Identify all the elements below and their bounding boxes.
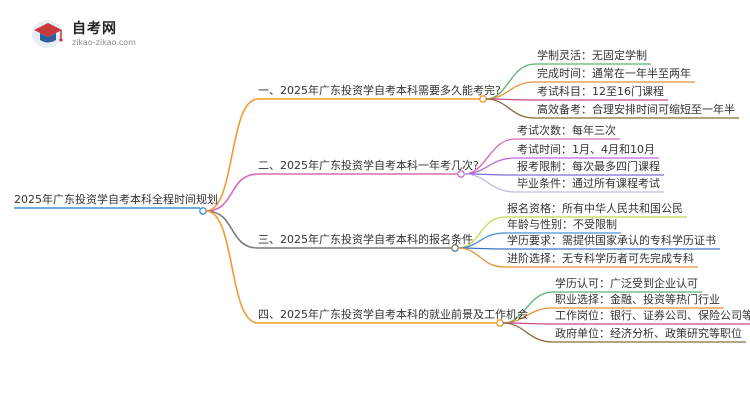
branch-3-label[interactable]: 三、2025年广东投资学自考本科的报名条件 bbox=[258, 233, 473, 246]
branch-1-leaf-3[interactable]: 考试科目：12至16门课程 bbox=[537, 85, 664, 98]
root-node[interactable]: 2025年广东投资学自考本科全程时间规划 bbox=[14, 193, 218, 206]
graduation-cap-icon bbox=[32, 20, 63, 48]
branch-1-leaf-4-connector bbox=[485, 98, 536, 119]
branch-2-leaf-4-connector bbox=[463, 173, 516, 193]
branch-4-leaf-4[interactable]: 政府单位：经济分析、政策研究等职位 bbox=[555, 327, 742, 340]
branch-3-leaf-1[interactable]: 报名资格：所有中华人民共和国公民 bbox=[507, 202, 683, 215]
branch-4-connector bbox=[205, 210, 259, 324]
branch-3-leaf-2[interactable]: 年龄与性别：不受限制 bbox=[507, 218, 617, 231]
root-collapse-node[interactable] bbox=[199, 207, 207, 215]
branch-2-connector bbox=[205, 173, 259, 212]
branch-4-leaf-1[interactable]: 学历认可：广泛受到企业认可 bbox=[555, 277, 698, 290]
branch-4-leaf-2[interactable]: 职业选择：金融、投资等热门行业 bbox=[555, 293, 720, 306]
logo-title: 自考网 bbox=[72, 21, 117, 37]
branch-2-label[interactable]: 二、2025年广东投资学自考本科一年考几次? bbox=[258, 159, 479, 172]
branch-2-leaf-1[interactable]: 考试次数：每年三次 bbox=[517, 124, 616, 137]
branch-4-label[interactable]: 四、2025年广东投资学自考本科的就业前景及工作机会 bbox=[258, 308, 528, 321]
branch-2-leaf-4[interactable]: 毕业条件：通过所有课程考试 bbox=[517, 177, 660, 190]
branch-3-leaf-3[interactable]: 学历要求：需提供国家承认的专科学历证书 bbox=[507, 234, 716, 247]
logo-url: zikao-zikao.com bbox=[72, 38, 136, 47]
branch-1-label[interactable]: 一、2025年广东投资学自考本科需要多久能考完? bbox=[258, 84, 501, 97]
branch-1-leaf-1[interactable]: 学制灵活：无固定学制 bbox=[537, 49, 647, 62]
branch-2-leaf-3[interactable]: 报考限制：每次最多四门课程 bbox=[517, 160, 660, 173]
branch-2-leaf-2[interactable]: 考试时间：1月、4月和10月 bbox=[517, 143, 655, 156]
site-logo[interactable]: 自考网 zikao-zikao.com bbox=[30, 16, 150, 50]
branch-1-leaf-2[interactable]: 完成时间：通常在一年半至两年 bbox=[537, 67, 691, 80]
branch-1-connector bbox=[205, 98, 259, 212]
branch-4-leaf-4-connector bbox=[502, 322, 554, 343]
branch-3-leaf-4-connector bbox=[457, 247, 506, 268]
branch-4-leaf-3[interactable]: 工作岗位：银行、证券公司、保险公司等 bbox=[555, 309, 750, 322]
branch-3-connector bbox=[205, 210, 259, 249]
branch-1-leaf-4[interactable]: 高效备考：合理安排时间可缩短至一年半 bbox=[537, 103, 735, 116]
branch-3-leaf-4[interactable]: 进阶选择：无专科学历者可先完成专科 bbox=[507, 252, 694, 265]
